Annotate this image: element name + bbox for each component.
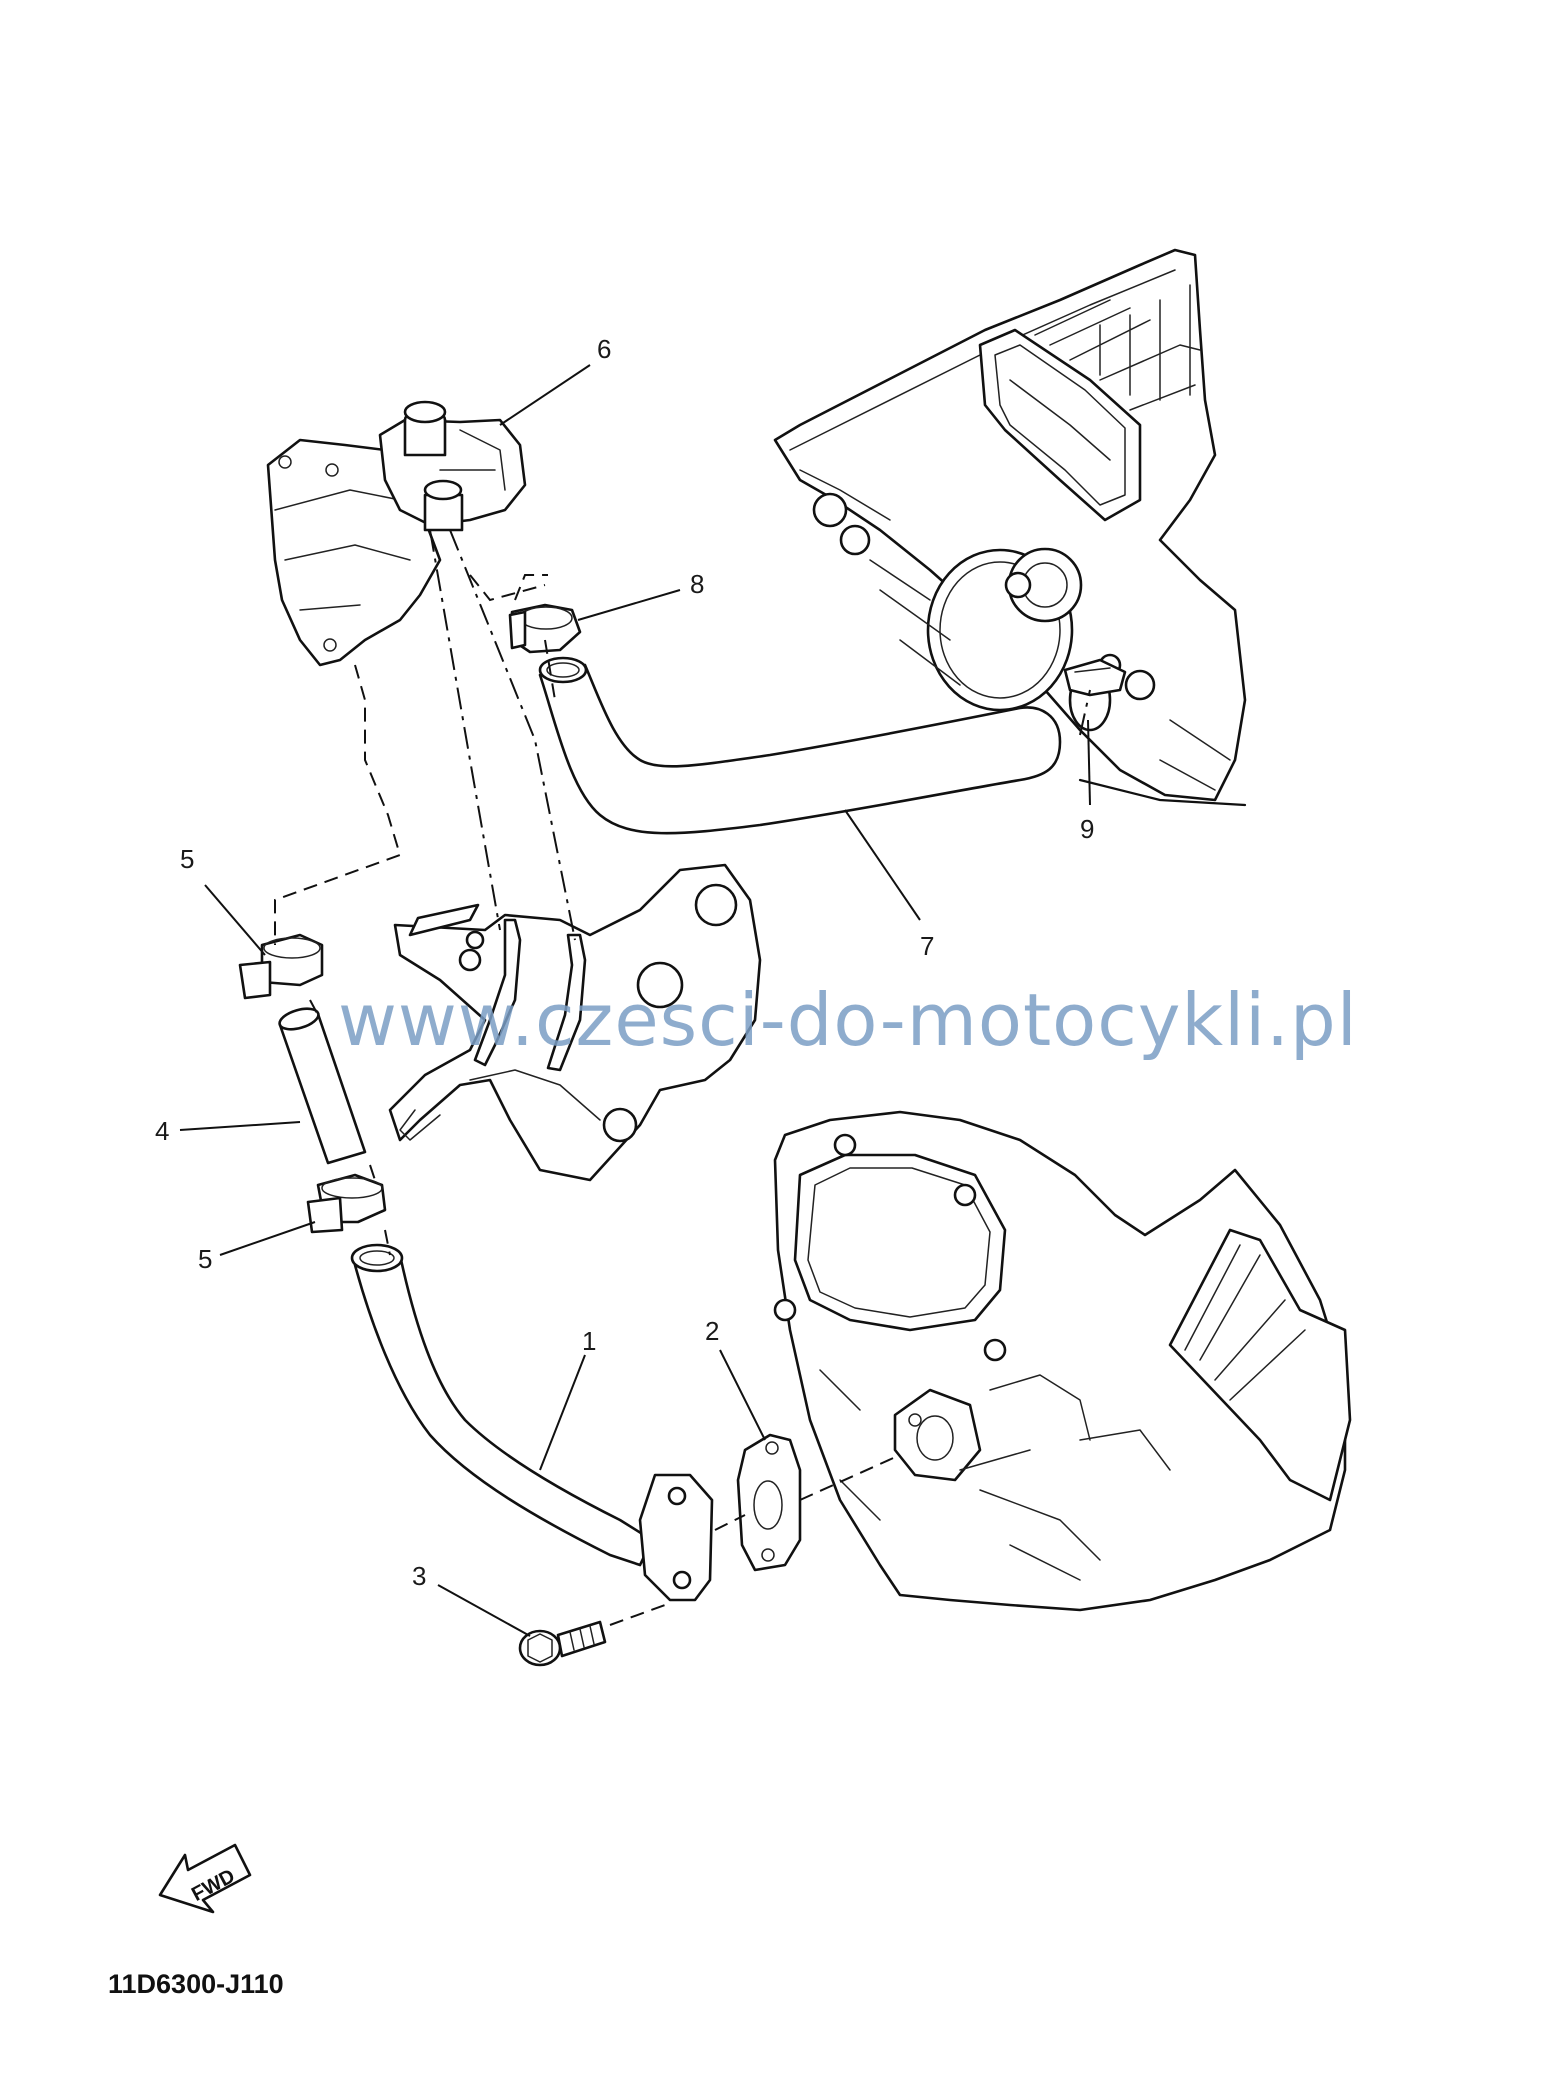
leader-9 (1087, 719, 1091, 806)
part-7-hose (538, 656, 1062, 835)
diagram-code: 11D6300-J110 (108, 1969, 284, 1999)
callout-numbers: 6 8 9 7 5 4 5 1 2 3 (155, 334, 1094, 1591)
callout-4: 4 (155, 1116, 169, 1146)
callout-5-upper: 5 (180, 844, 194, 874)
callout-7: 7 (920, 931, 934, 961)
part-1-air-induction-pipe (350, 1243, 714, 1602)
fwd-direction-arrow: FWD (158, 1843, 252, 1914)
part-2-gasket (736, 1433, 802, 1572)
callout-8: 8 (690, 569, 704, 599)
callout-1: 1 (582, 1326, 596, 1356)
part-5-upper-hose-clip (238, 933, 324, 1000)
watermark-url: www.czesci-do-motocykli.pl (338, 978, 1358, 1062)
part-4-short-hose (278, 1007, 367, 1165)
callout-9: 9 (1080, 814, 1094, 844)
cylinder-head-drawing (773, 1110, 1352, 1612)
callout-3: 3 (412, 1561, 426, 1591)
callout-2: 2 (705, 1316, 719, 1346)
leader-lines (179, 364, 1091, 1637)
part-6-air-cutoff-valve (266, 400, 527, 667)
leader-3 (437, 1584, 531, 1637)
engine-throttle-body-drawing (773, 248, 1247, 807)
part-8-hose-clip (508, 603, 582, 654)
leader-2 (719, 1349, 766, 1441)
callout-6: 6 (597, 334, 611, 364)
leader-7 (844, 809, 921, 921)
leader-8 (577, 589, 681, 621)
callout-5-lower: 5 (198, 1244, 212, 1274)
leader-4 (179, 1121, 301, 1131)
leader-5-upper (204, 884, 266, 956)
part-9-hose-clip (1063, 658, 1127, 732)
leader-6 (499, 364, 591, 426)
leader-1 (539, 1354, 586, 1471)
part-5-lower-hose-clip (306, 1173, 387, 1234)
leader-5-lower (219, 1221, 316, 1256)
part-3-flange-bolt (518, 1620, 607, 1667)
mounting-bracket (388, 863, 762, 1182)
assembly-lines (274, 529, 1091, 1626)
